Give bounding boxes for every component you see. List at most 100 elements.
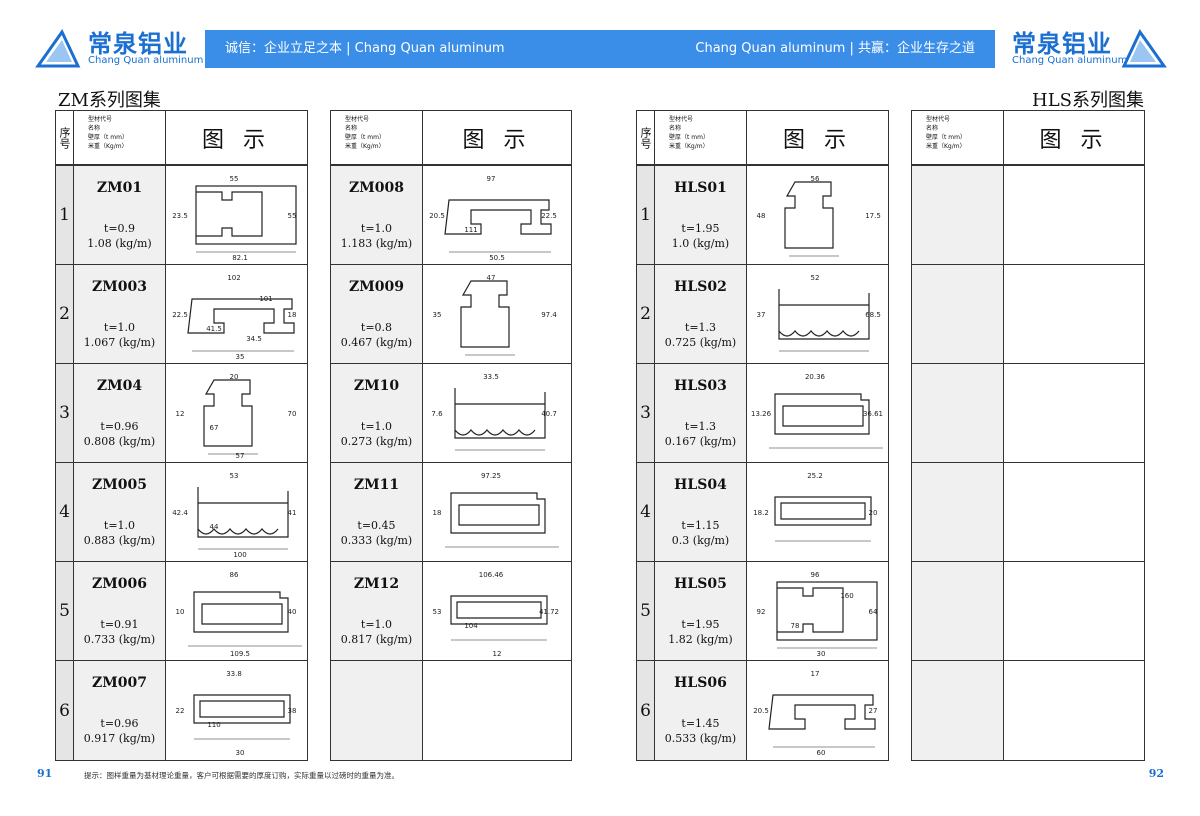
profile-code: ZM003 xyxy=(92,279,147,295)
dimension-label: 17.5 xyxy=(865,212,881,220)
dimension-label: 33.5 xyxy=(483,373,499,381)
dimension-label: 100 xyxy=(233,551,246,559)
profile-thickness: t=0.45 xyxy=(357,519,396,532)
logo-mark-icon xyxy=(35,29,81,68)
profile-code: HLS05 xyxy=(674,576,727,592)
profile-info-cell xyxy=(912,265,1004,363)
dimension-label: 20.5 xyxy=(753,707,769,715)
profile-thickness: t=0.96 xyxy=(100,717,139,730)
header-picture-label: 图 示 xyxy=(202,127,271,153)
table-row xyxy=(331,661,571,760)
profile-thickness: t=1.0 xyxy=(103,321,136,334)
profile-info-cell xyxy=(912,661,1004,760)
dimension-label: 22.5 xyxy=(172,311,188,319)
dimension-label: 68.5 xyxy=(865,311,881,319)
profile-weight: 0.725 (kg/m) xyxy=(664,336,737,349)
dimension-label: 38 xyxy=(288,707,297,715)
header-info-line: 壁厚（t mm） xyxy=(88,134,128,141)
profile-thickness: t=0.96 xyxy=(100,420,139,433)
dimension-label: 27 xyxy=(869,707,878,715)
header-info-labels: 型材代号名称壁厚（t mm）米重（Kg/m） xyxy=(655,111,747,164)
profile-code: ZM006 xyxy=(92,576,147,592)
profile-code: HLS04 xyxy=(674,477,727,493)
header-picture-label: 图 示 xyxy=(783,127,852,153)
dimension-label: 30 xyxy=(236,749,245,757)
dimension-label: 30 xyxy=(817,650,826,658)
header-picture-label: 图 示 xyxy=(462,127,532,153)
profile-thickness: t=1.95 xyxy=(681,222,720,235)
table-header: 型材代号名称壁厚（t mm）米重（Kg/m）图 示 xyxy=(331,111,571,166)
footer-note: 提示：图样重量为基材理论重量，客户可根据需要的厚度订购，实际重量以过磅时的重量为… xyxy=(84,771,399,780)
dimension-label: 109.5 xyxy=(230,650,250,658)
header-info-line: 米重（Kg/m） xyxy=(669,143,709,150)
profile-thickness: t=1.15 xyxy=(681,519,720,532)
profile-thickness: t=1.95 xyxy=(681,618,720,631)
profile-weight: 0.808 (kg/m) xyxy=(83,435,156,448)
dimension-label: 12 xyxy=(176,410,185,418)
profile-weight: 0.883 (kg/m) xyxy=(83,534,156,547)
profile-weight: 1.08 (kg/m) xyxy=(87,237,152,250)
dimension-label: 37 xyxy=(757,311,766,319)
profile-code: HLS02 xyxy=(674,279,727,295)
dimension-label: 20 xyxy=(230,373,239,381)
row-index: 2 xyxy=(637,265,655,363)
dimension-label: 20 xyxy=(869,509,878,517)
profile-picture-cell xyxy=(423,661,571,760)
logo-cn-text: 常泉铝业 xyxy=(88,30,188,58)
header-info-line: 米重（Kg/m） xyxy=(345,143,385,150)
left-logo: 常泉铝业 Chang Quan aluminum xyxy=(35,24,211,72)
profile-thickness: t=1.0 xyxy=(103,519,136,532)
dimension-label: 111 xyxy=(464,226,477,234)
table-row xyxy=(912,661,1144,760)
dimension-label: 82.1 xyxy=(232,254,248,262)
profile-picture-cell xyxy=(1004,562,1144,660)
profile-weight: 0.333 (kg/m) xyxy=(340,534,413,547)
row-index: 5 xyxy=(637,562,655,660)
dimension-label: 20.36 xyxy=(805,373,826,381)
right-slogan: Chang Quan aluminum | 共赢：企业生存之道 xyxy=(695,41,975,56)
profile-picture-cell xyxy=(1004,661,1144,760)
dimension-label: 10 xyxy=(176,608,185,616)
header-info-line: 名称 xyxy=(88,125,101,132)
table-row xyxy=(912,166,1144,265)
dimension-label: 22 xyxy=(176,707,185,715)
row-index: 6 xyxy=(56,661,74,760)
dimension-label: 60 xyxy=(817,749,826,757)
profile-info-cell xyxy=(912,562,1004,660)
profile-picture-cell xyxy=(1004,364,1144,462)
